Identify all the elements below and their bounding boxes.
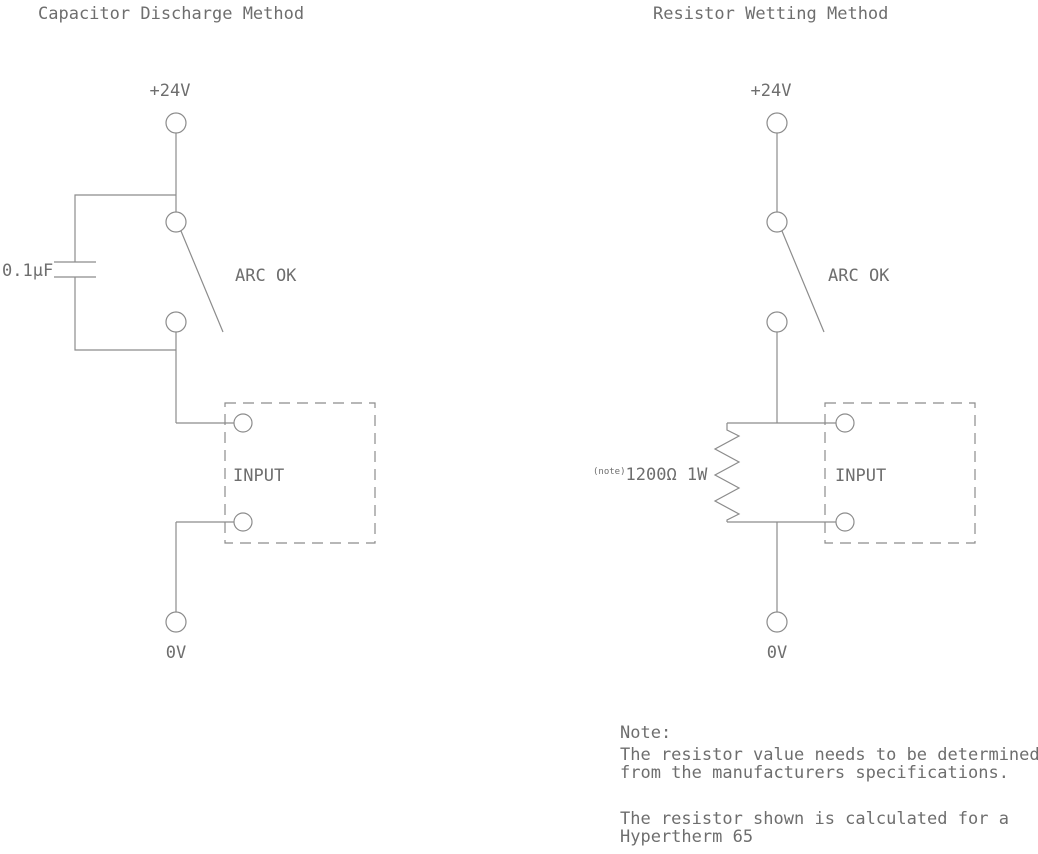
left-diagram-title: Capacitor Discharge Method xyxy=(38,4,304,24)
capacitor-discharge-diagram: Capacitor Discharge Method +24V ARC OK 0… xyxy=(2,4,376,663)
left-ground-label: 0V xyxy=(166,643,186,663)
right-switch-bottom-contact xyxy=(766,311,788,333)
right-switch-blade xyxy=(781,230,825,333)
right-ground-label: 0V xyxy=(767,643,787,663)
left-input-label: INPUT xyxy=(233,466,284,486)
left-input-box xyxy=(224,402,376,544)
right-input-bottom-terminal xyxy=(835,512,855,532)
left-switch-top-contact xyxy=(165,211,187,233)
right-diagram-title: Resistor Wetting Method xyxy=(653,4,888,24)
resistor-wetting-diagram: Resistor Wetting Method +24V ARC OK (not… xyxy=(593,4,976,663)
resistor-zigzag xyxy=(713,423,741,522)
left-switch-blade xyxy=(180,230,224,333)
right-input-top-terminal xyxy=(835,413,855,433)
right-input-label: INPUT xyxy=(835,466,886,486)
note-line-4: Hypertherm 65 xyxy=(620,827,753,847)
right-supply-label: +24V xyxy=(751,81,792,101)
resistor-value-label: (note)1200Ω 1W xyxy=(593,465,708,485)
left-switch-bottom-contact xyxy=(165,311,187,333)
left-capacitor-branch-top xyxy=(74,194,176,262)
left-switch-label: ARC OK xyxy=(235,266,297,286)
note-line-2: from the manufacturers specifications. xyxy=(620,763,1009,783)
left-ground-terminal xyxy=(165,611,187,633)
right-switch-label: ARC OK xyxy=(828,266,890,286)
resistor-note-superscript: (note) xyxy=(593,467,626,477)
note-heading: Note: xyxy=(620,723,671,743)
right-ground-terminal xyxy=(766,611,788,633)
left-supply-label: +24V xyxy=(150,81,191,101)
right-input-box xyxy=(824,402,976,544)
left-capacitor-branch-bottom xyxy=(74,277,176,351)
left-supply-terminal xyxy=(165,112,187,134)
capacitor-value-label: 0.1μF xyxy=(2,261,53,281)
right-supply-terminal xyxy=(766,112,788,134)
note-block: Note: The resistor value needs to be det… xyxy=(620,723,1038,847)
resistor-value-text: 1200Ω 1W xyxy=(626,465,709,485)
note-line-3: The resistor shown is calculated for a xyxy=(620,809,1009,829)
note-line-1: The resistor value needs to be determine… xyxy=(620,745,1038,765)
left-input-top-terminal xyxy=(233,413,253,433)
left-input-bottom-terminal xyxy=(233,512,253,532)
right-switch-top-contact xyxy=(766,211,788,233)
